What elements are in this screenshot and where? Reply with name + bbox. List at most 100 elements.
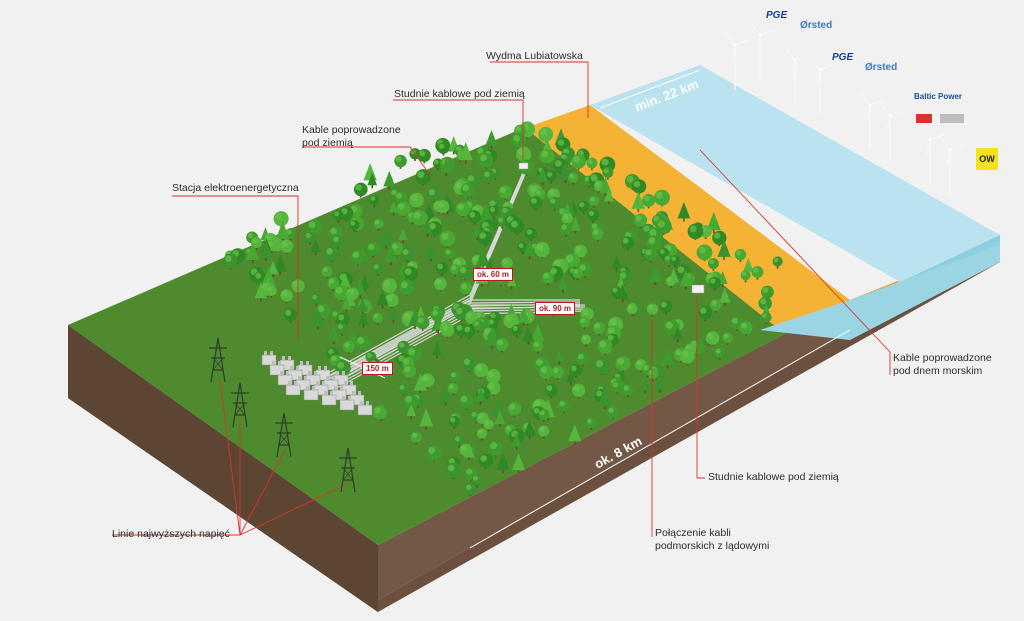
- tree: [439, 230, 456, 248]
- tree: [717, 239, 731, 260]
- transformer: [339, 396, 355, 411]
- tree: [642, 193, 656, 209]
- tree: [579, 316, 591, 330]
- tree: [587, 209, 600, 223]
- tree: [647, 368, 659, 382]
- tree: [548, 196, 561, 211]
- tree: [665, 275, 677, 289]
- tree: [350, 249, 366, 266]
- tree: [388, 200, 399, 216]
- wind-turbine: [939, 136, 965, 195]
- tree: [631, 191, 645, 212]
- tree: [482, 169, 496, 185]
- tree: [372, 405, 387, 421]
- tree: [571, 154, 586, 170]
- tree: [558, 276, 568, 293]
- pylon: [339, 447, 357, 493]
- tree: [485, 129, 498, 149]
- tree: [566, 369, 576, 386]
- tree: [458, 142, 473, 164]
- tree: [602, 166, 614, 180]
- tree: [551, 366, 564, 380]
- tree: [557, 399, 570, 414]
- tree: [633, 213, 648, 229]
- sea-top: [590, 65, 1000, 282]
- tree: [541, 271, 554, 286]
- power-pylons: [209, 337, 357, 493]
- tree: [381, 278, 397, 295]
- tree: [333, 210, 344, 223]
- tree: [523, 419, 536, 439]
- tree: [254, 281, 268, 302]
- label-kable-pod-dnem: Kable poprowadzone pod dnem morskim: [893, 352, 992, 378]
- tree: [503, 312, 519, 330]
- tree: [722, 332, 733, 345]
- tree: [445, 462, 461, 479]
- tree: [324, 246, 340, 263]
- tree: [341, 296, 352, 313]
- label-studnie-kablowe-top: Studnie kablowe pod ziemią: [394, 88, 525, 100]
- tree: [696, 244, 713, 262]
- tree: [488, 440, 504, 457]
- tree: [572, 268, 583, 281]
- tree: [585, 417, 597, 430]
- tree: [477, 230, 493, 247]
- wind-turbine: [859, 91, 885, 150]
- tree: [632, 179, 647, 195]
- label-linie-napiec: Linie najwyższych napięć: [112, 528, 230, 540]
- tree: [643, 247, 658, 263]
- label-stacja: Stacja elektroenergetyczna: [172, 182, 299, 194]
- tree: [494, 409, 506, 428]
- tree: [435, 261, 449, 276]
- tree: [538, 126, 554, 143]
- tree: [449, 371, 461, 384]
- tree: [709, 298, 722, 313]
- tree: [772, 256, 783, 269]
- distance-150m: 150 m: [362, 362, 393, 375]
- tree: [475, 247, 491, 270]
- tree: [376, 289, 389, 309]
- tree: [511, 324, 523, 338]
- partner-logo-grey: [940, 114, 964, 123]
- tree: [280, 239, 294, 255]
- tree: [740, 270, 751, 283]
- pge-logo-1: PGE: [766, 10, 788, 21]
- tree: [462, 324, 476, 340]
- pge-logo-2: PGE: [832, 52, 854, 63]
- tree: [706, 211, 721, 234]
- tree: [461, 356, 477, 373]
- tree: [369, 195, 380, 208]
- tree: [327, 277, 340, 291]
- label-kable-pod-dnem-line2: pod dnem morskim: [893, 365, 983, 377]
- transformer: [303, 386, 319, 401]
- tree: [349, 219, 360, 233]
- tree: [580, 334, 592, 347]
- tree: [719, 287, 731, 306]
- tree: [496, 216, 508, 229]
- tree: [529, 196, 543, 211]
- tree: [335, 359, 351, 377]
- tree: [471, 474, 483, 488]
- tree: [478, 453, 494, 470]
- tree: [396, 201, 411, 218]
- tree: [488, 205, 500, 219]
- tree: [654, 374, 666, 393]
- tree: [400, 247, 415, 263]
- wind-turbine: [749, 21, 775, 80]
- tree: [525, 227, 538, 242]
- tree: [511, 133, 527, 149]
- label-polaczenie-line1: Połączenie kabli: [655, 527, 731, 539]
- tree: [568, 172, 579, 185]
- tree: [426, 445, 442, 462]
- orsted-logo-1: Ørsted: [800, 20, 833, 31]
- label-polaczenie-kabli: Połączenie kabli podmorskich z lądowymi: [655, 527, 769, 553]
- label-kable-pod-ziemia-line2: pod ziemią: [302, 137, 353, 149]
- tree: [373, 218, 384, 231]
- tree: [398, 279, 415, 296]
- cable-line: [329, 299, 580, 377]
- distance-90m: ok. 90 m: [535, 302, 576, 315]
- tree: [394, 191, 408, 206]
- tree: [416, 315, 430, 331]
